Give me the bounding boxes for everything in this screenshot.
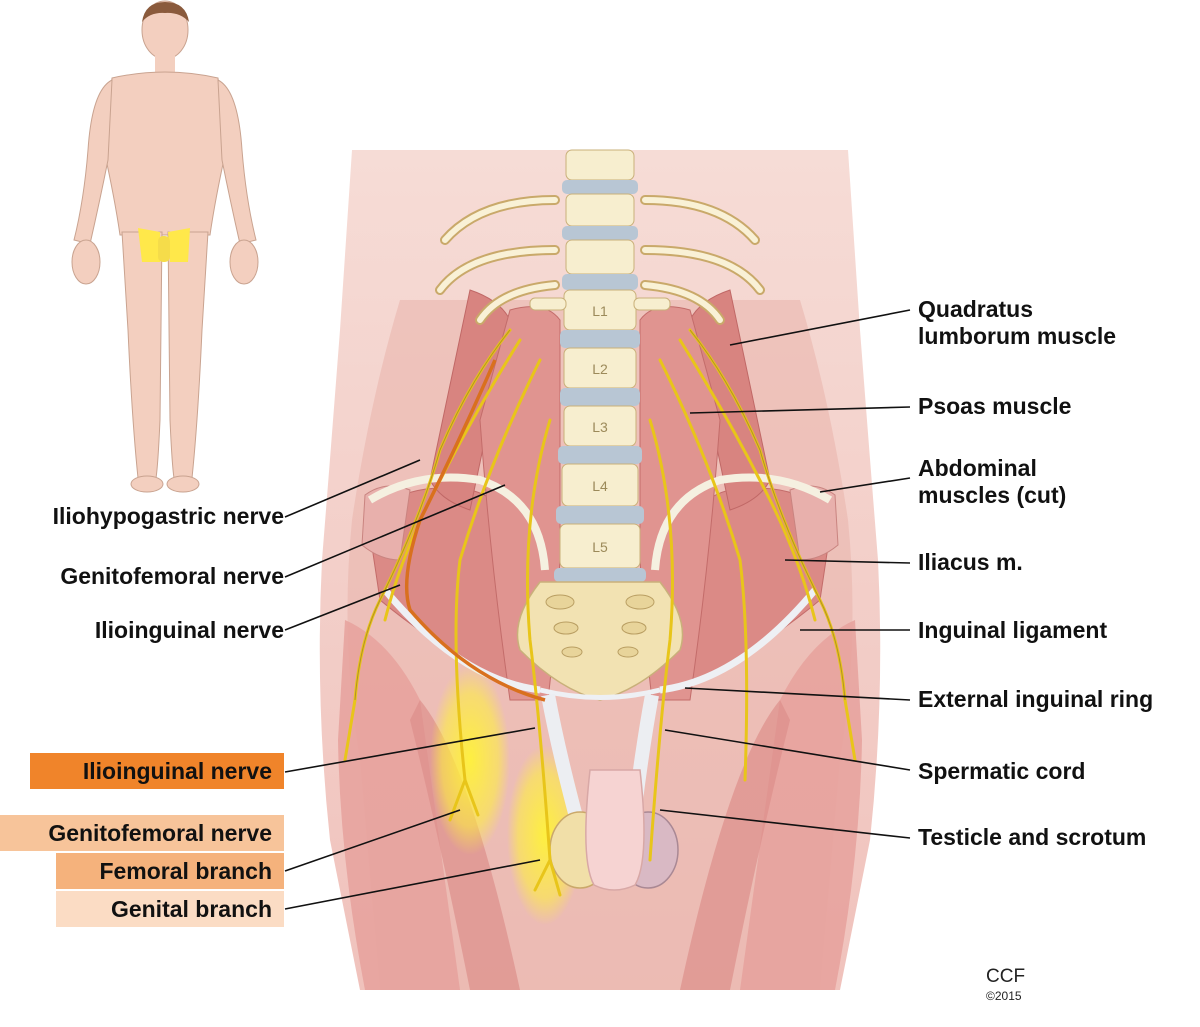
vertebra-labels: L1 L2 L3 L4 L5: [592, 303, 608, 555]
vertebra-label-l3: L3: [592, 419, 608, 435]
femoral-branch-highlight: [430, 665, 510, 855]
box-ilioinguinal-nerve: Ilioinguinal nerve: [30, 753, 284, 789]
vertebra-label-l4: L4: [592, 478, 608, 494]
label-iliacus: Iliacus m.: [918, 549, 1023, 575]
label-quadratus-line1: Quadratus: [918, 296, 1034, 322]
label-abdominal-muscles: Abdominal muscles (cut): [918, 455, 1066, 509]
label-abdominal-line2: muscles (cut): [918, 482, 1067, 508]
torso-cutaway: [319, 149, 881, 990]
leader-lines: [284, 309, 911, 910]
box-genitofemoral-nerve: Genitofemoral nerve: [0, 815, 284, 851]
label-quadratus-lumborum: Quadratus lumborum muscle: [918, 296, 1116, 350]
testicle-scrotum: [549, 769, 679, 891]
label-iliohypogastric-nerve: Iliohypogastric nerve: [52, 503, 284, 529]
label-genitofemoral-nerve: Genitofemoral nerve: [60, 563, 284, 589]
label-external-inguinal-ring: External inguinal ring: [918, 686, 1154, 712]
vertebra-label-l2: L2: [592, 361, 608, 377]
label-ilioinguinal-nerve: Ilioinguinal nerve: [94, 617, 284, 643]
body-figure: [71, 0, 259, 493]
label-psoas-muscle: Psoas muscle: [918, 393, 1072, 419]
label-testicle-scrotum: Testicle and scrotum: [918, 824, 1147, 850]
vertebra-label-l1: L1: [592, 303, 608, 319]
label-spermatic-cord: Spermatic cord: [918, 758, 1086, 784]
vertebra-label-l5: L5: [592, 539, 608, 555]
box-genital-branch: Genital branch: [56, 891, 284, 927]
figure-groin-highlight: [138, 228, 160, 262]
label-quadratus-line2: lumborum muscle: [918, 323, 1117, 349]
ilioinguinal-nerve-path: [404, 359, 546, 702]
credit-org: CCF: [986, 966, 1026, 987]
label-inguinal-ligament: Inguinal ligament: [918, 617, 1108, 643]
label-abdominal-line1: Abdominal: [918, 455, 1037, 481]
credit-year: ©2015: [986, 989, 1022, 1003]
spine: [529, 149, 671, 582]
box-femoral-branch: Femoral branch: [56, 853, 284, 889]
